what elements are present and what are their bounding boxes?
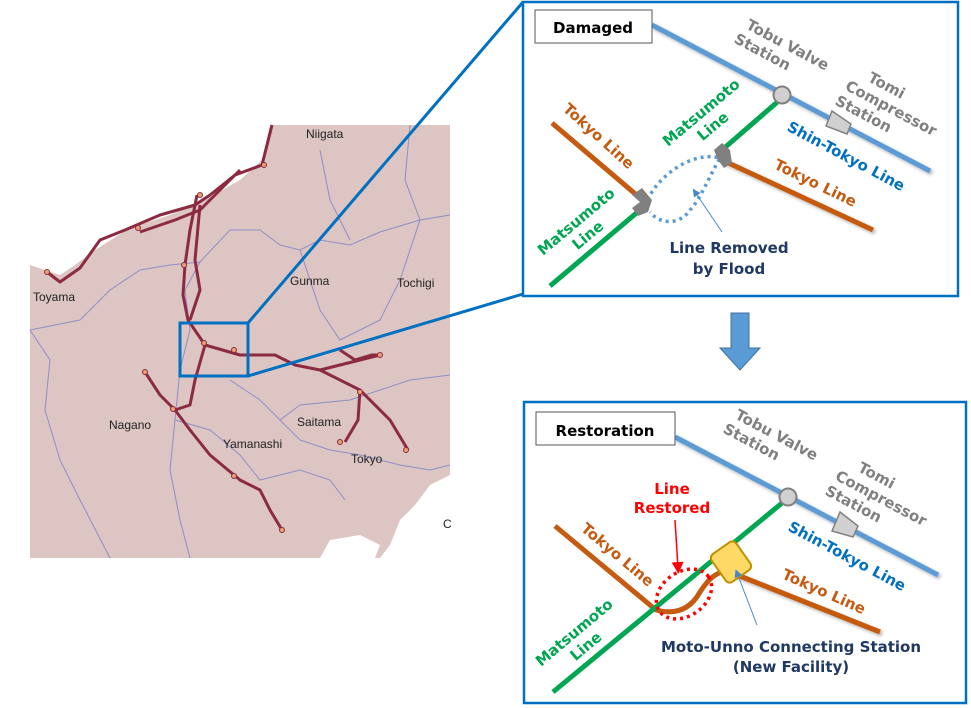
- line-removed-label: Line Removed: [669, 239, 788, 257]
- zoom-highlight-box: [178, 321, 250, 378]
- map-label-niigata: Niigata: [306, 127, 344, 141]
- damaged-title-box: [534, 9, 653, 44]
- shin-tokyo-line: [673, 434, 940, 578]
- map-label-c: C: [443, 517, 452, 531]
- restored-highlight-ring: [654, 567, 714, 621]
- tomi-compressor-station-icon: [825, 109, 852, 135]
- map-label-saitama: Saitama: [297, 415, 341, 429]
- tobu-valve-station-icon: [772, 85, 792, 105]
- tokyo-line-right: [720, 157, 875, 233]
- tokyo-line-right: [734, 571, 881, 635]
- new-facility-label: (New Facility): [733, 658, 849, 676]
- map-label-toyama: Toyama: [33, 290, 75, 304]
- elbow-joint-left: [632, 188, 652, 216]
- callout-line-bottom: [247, 292, 524, 378]
- line-removed-label-2: by Flood: [693, 260, 765, 278]
- damaged-panel: Damaged Tobu Valve Station Tomi Compress…: [521, 0, 960, 298]
- restored-arrow: [671, 519, 684, 574]
- sea-japan: [30, 125, 270, 275]
- removed-arrow: [692, 188, 723, 233]
- restoration-panel: Restoration Tobu Valve Station Tomi Comp…: [522, 400, 968, 705]
- map-label-nagano: Nagano: [109, 418, 151, 432]
- damaged-title: Damaged: [553, 19, 633, 37]
- new-facility-arrow: [734, 569, 758, 626]
- moto-unno-label: Moto-Unno Connecting Station: [661, 638, 921, 656]
- map-label-gunma: Gunma: [290, 274, 330, 288]
- restoration-title-box: [535, 411, 676, 446]
- removed-line-dotted: [646, 154, 723, 224]
- tokyo-line-left: [550, 121, 642, 200]
- tobu-valve-station-icon: [778, 487, 798, 507]
- region-map: Niigata Toyama Gunma Tochigi Nagano Yama…: [29, 124, 452, 559]
- map-label-tokyo: Tokyo: [351, 452, 383, 466]
- line-restored-label: Line: [654, 480, 690, 498]
- matsumoto-line: [551, 501, 784, 694]
- down-arrow-icon: [718, 312, 762, 371]
- map-label-tochigi: Tochigi: [397, 276, 434, 290]
- prefecture-borders: [29, 124, 451, 559]
- station-dots: [44, 162, 409, 533]
- elbow-joint-right: [714, 143, 732, 168]
- restoration-title: Restoration: [556, 422, 655, 440]
- tomi-compressor-station-icon: [830, 510, 859, 538]
- callout-line-top: [246, 1, 525, 324]
- tokyo-line-left: [553, 524, 723, 615]
- matsumoto-line-upper: [720, 96, 784, 152]
- line-restored-label-2: Restored: [634, 499, 710, 517]
- matsumoto-line-lower: [548, 208, 642, 288]
- map-label-yamanashi: Yamanashi: [223, 437, 282, 451]
- sea-bay: [320, 475, 450, 558]
